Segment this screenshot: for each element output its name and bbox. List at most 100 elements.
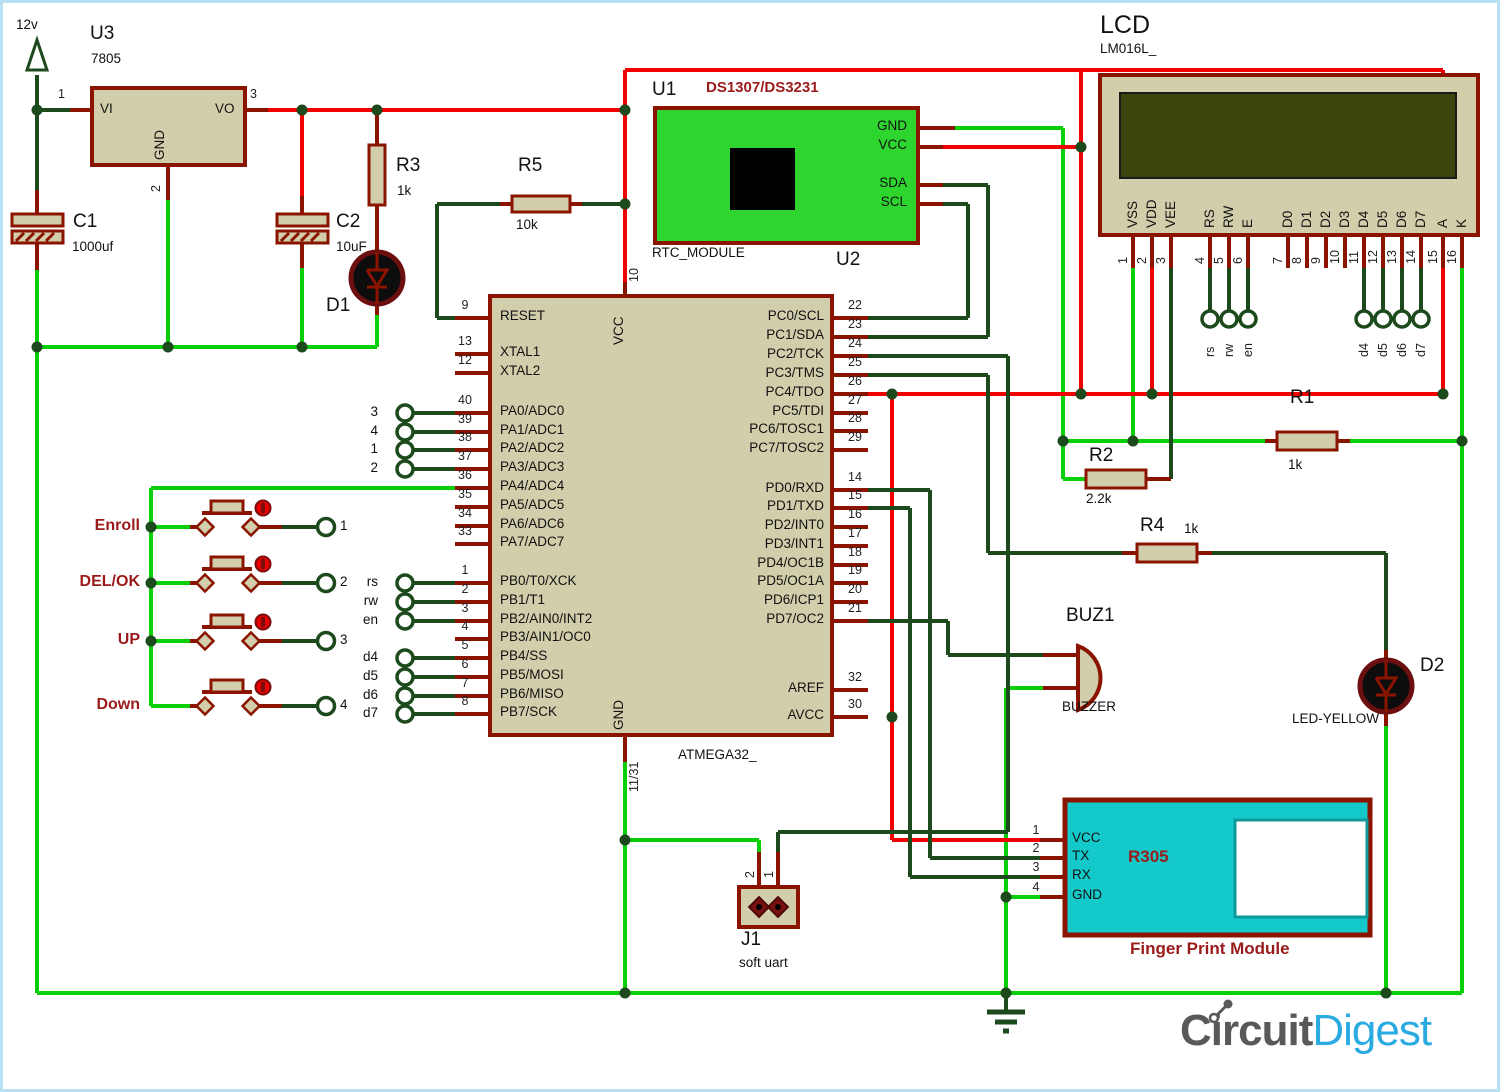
r1-value: 1k	[1288, 457, 1303, 472]
mcu-pin-number: 1	[461, 563, 469, 577]
u3-pin3-num: 3	[250, 87, 257, 101]
mcu-pin-number: 13	[458, 334, 472, 348]
fingerprint-module-body	[1062, 797, 1373, 938]
r2-value: 2.2k	[1086, 491, 1112, 506]
u3-ref: U3	[90, 23, 115, 44]
mcu-pin-number: 18	[848, 545, 862, 559]
mcu-pin-label: PC1/SDA	[766, 327, 824, 342]
lcd-pin-label: D2	[1318, 210, 1333, 228]
fingerprint-pin-label: VCC	[1072, 830, 1101, 845]
pb-terminal-label: d5	[362, 668, 378, 683]
mcu-pin-number: 26	[848, 374, 862, 388]
rtc-ref: U1	[652, 79, 677, 100]
pa-terminal-number: 4	[370, 423, 378, 438]
r5-value: 10k	[516, 217, 538, 232]
button-terminal-number: 1	[340, 518, 348, 533]
lcd-pin-label: RW	[1221, 205, 1236, 228]
ground-symbol	[987, 1009, 1025, 1034]
mcu-pin-number: 2	[461, 582, 469, 596]
lcd-pin-label: D7	[1413, 210, 1428, 228]
mcu-pin-number: 25	[848, 355, 862, 369]
c2-ref: C2	[336, 211, 361, 232]
lcd-pin-number: 16	[1445, 250, 1459, 264]
mcu-pin-number: 24	[848, 336, 862, 350]
fingerprint-pin-number: 2	[1032, 841, 1040, 855]
mcu-pin-label: PB5/MOSI	[500, 667, 564, 682]
logo-digest: Digest	[1312, 1006, 1432, 1055]
supply-voltage-label: 12v	[16, 17, 38, 32]
pa-terminal-number: 1	[370, 441, 378, 456]
mcu-pin-label: AVCC	[787, 707, 824, 722]
mcu-pin-label: PA1/ADC1	[500, 422, 565, 437]
mcu-pin-label: PC2/TCK	[766, 346, 824, 361]
mcu-pin-number: 36	[458, 468, 472, 482]
lcd-body	[1098, 73, 1480, 237]
r4-value: 1k	[1184, 521, 1199, 536]
r2-ref: R2	[1089, 445, 1114, 466]
lcd-pin-label: D5	[1375, 210, 1390, 228]
buzzer-label: BUZZER	[1062, 699, 1116, 714]
button-terminal-number: 2	[340, 574, 348, 589]
mcu-pin-label: PC3/TMS	[765, 365, 824, 380]
r5-resistor	[510, 194, 572, 214]
fingerprint-pin-number: 3	[1032, 860, 1040, 874]
lcd-pin-label: D4	[1356, 210, 1371, 228]
button-label: UP	[117, 631, 140, 648]
c1-value: 1000uf	[72, 239, 114, 254]
lcd-terminal-label: en	[1241, 343, 1255, 357]
lcd-terminal-label: d6	[1395, 343, 1409, 357]
wires-signal-dark-green	[35, 75, 1423, 1012]
mcu-pin-label: PB0/T0/XCK	[500, 573, 577, 588]
mcu-pin-label: PA2/ADC2	[500, 440, 565, 455]
u3-pin-vo: VO	[215, 101, 235, 116]
lcd-pin-number: 11	[1347, 251, 1361, 264]
pa-terminal-number: 3	[370, 404, 378, 419]
mcu-pin-label: PA5/ADC5	[500, 497, 565, 512]
lcd-pin-number: 13	[1385, 250, 1399, 264]
lcd-pin-number: 14	[1404, 250, 1418, 264]
u3-pin2-num: 2	[149, 185, 163, 192]
c1-capacitor	[10, 212, 65, 245]
d2-ref: D2	[1420, 655, 1445, 676]
lcd-terminal-label: d5	[1376, 343, 1390, 357]
lcd-title: LCD	[1100, 11, 1151, 39]
r3-resistor	[367, 143, 387, 207]
d2-label: LED-YELLOW	[1292, 711, 1380, 726]
lcd-pin-label: K	[1454, 218, 1469, 228]
c2-value: 10uF	[336, 239, 367, 254]
r1-resistor	[1275, 430, 1339, 452]
rtc-pin-label: SCL	[880, 194, 907, 209]
mcu-pin-number: 21	[848, 601, 862, 615]
mcu-pin-number: 28	[848, 411, 862, 425]
r4-ref: R4	[1140, 515, 1165, 536]
mcu-pin-number: 12	[458, 353, 472, 367]
button-terminal-number: 4	[340, 697, 348, 712]
lcd-pin-number: 2	[1135, 257, 1149, 264]
lcd-pin-number: 4	[1193, 257, 1207, 264]
pb-terminal-label: d6	[362, 687, 378, 702]
mcu-gnd-pin-num: 11/31	[627, 761, 641, 792]
buzzer-shape	[1076, 643, 1103, 713]
mcu-pin-label: PC5/TDI	[772, 403, 824, 418]
fingerprint-pin-number: 1	[1032, 823, 1040, 837]
mcu-pin-label: PC0/SCL	[767, 308, 824, 323]
mcu-pin-number: 20	[848, 582, 862, 596]
button-label: Enroll	[94, 517, 140, 534]
pa-terminal-number: 2	[370, 460, 378, 475]
mcu-pin-number: 4	[461, 619, 469, 633]
mcu-pin-number: 32	[848, 670, 862, 684]
lcd-pin-label: A	[1435, 218, 1450, 228]
lcd-pin-label: E	[1240, 218, 1255, 228]
d2-led	[1357, 657, 1415, 715]
mcu-pin-label: PA0/ADC0	[500, 403, 565, 418]
d1-ref: D1	[326, 295, 351, 316]
mcu-pin-number: 6	[461, 657, 469, 671]
r3-value: 1k	[397, 183, 412, 198]
mcu-pin-number: 22	[848, 298, 862, 312]
mcu-pin-number: 38	[458, 430, 472, 444]
mcu-pin-label: PC4/TDO	[765, 384, 824, 399]
lcd-pin-number: 10	[1328, 250, 1342, 264]
junction-dots	[31, 104, 1468, 999]
mcu-pin-label: PA6/ADC6	[500, 516, 565, 531]
